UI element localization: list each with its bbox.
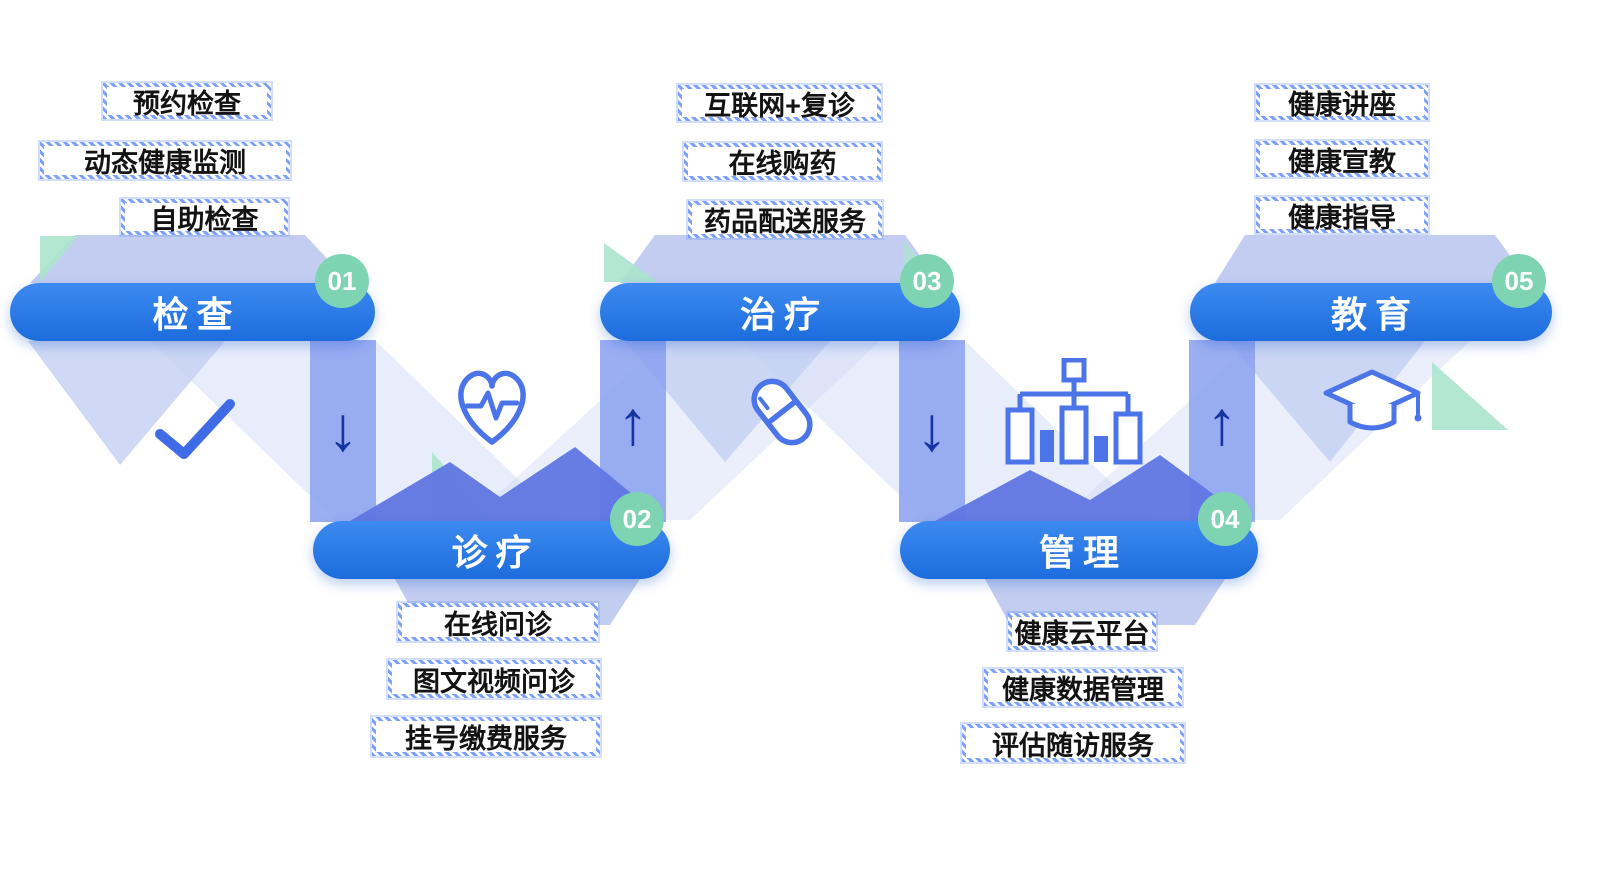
feature-item: 在线问诊 — [398, 603, 598, 641]
stage-label: 治疗 — [739, 294, 828, 335]
feature-item: 预约检查 — [103, 83, 271, 119]
stage-label: 教育 — [1330, 294, 1419, 335]
stage-banner-education: 教育 05 — [1190, 254, 1552, 341]
graduation-cap-icon — [1322, 366, 1422, 451]
stage-banner-check: 检查 01 — [10, 254, 375, 341]
feature-item: 健康讲座 — [1256, 85, 1428, 120]
stage-banner-management: 管理 04 — [900, 492, 1258, 579]
flow-arrow-down-icon: ↓ — [916, 395, 948, 464]
feature-item: 药品配送服务 — [688, 201, 882, 238]
feature-item: 健康云平台 — [1008, 613, 1156, 650]
stage-number-badge: 04 — [1198, 492, 1252, 546]
stage-banner-diagnosis: 诊疗 02 — [313, 492, 670, 579]
feature-item: 动态健康监测 — [40, 142, 290, 179]
feature-item: 评估随访服务 — [962, 724, 1184, 762]
feature-item: 图文视频问诊 — [388, 660, 600, 698]
stage-label: 诊疗 — [451, 532, 540, 573]
stage-number-badge: 05 — [1492, 254, 1546, 308]
stage-number-badge: 02 — [610, 492, 664, 546]
pill-icon — [742, 370, 822, 459]
heart-pulse-icon — [448, 362, 536, 459]
stage-number-badge: 01 — [315, 254, 369, 308]
check-icon — [152, 396, 238, 467]
feature-item: 在线购药 — [684, 143, 881, 180]
feature-item: 自助检查 — [121, 199, 288, 235]
flow-arrow-up-icon: ↑ — [1206, 389, 1238, 458]
flow-arrow-up-icon: ↑ — [617, 389, 649, 458]
feature-item: 挂号缴费服务 — [372, 717, 600, 756]
feature-item: 互联网+复诊 — [678, 85, 881, 121]
stage-banner-treatment: 治疗 03 — [600, 254, 960, 341]
stage-label: 检查 — [152, 294, 241, 335]
stage-number-badge: 03 — [900, 254, 954, 308]
flow-arrow-down-icon: ↓ — [327, 395, 359, 464]
org-chart-icon — [998, 357, 1150, 475]
feature-item: 健康指导 — [1256, 197, 1428, 233]
stage-label: 管理 — [1038, 532, 1127, 573]
feature-item: 健康宣教 — [1256, 141, 1428, 177]
feature-item: 健康数据管理 — [984, 669, 1182, 706]
